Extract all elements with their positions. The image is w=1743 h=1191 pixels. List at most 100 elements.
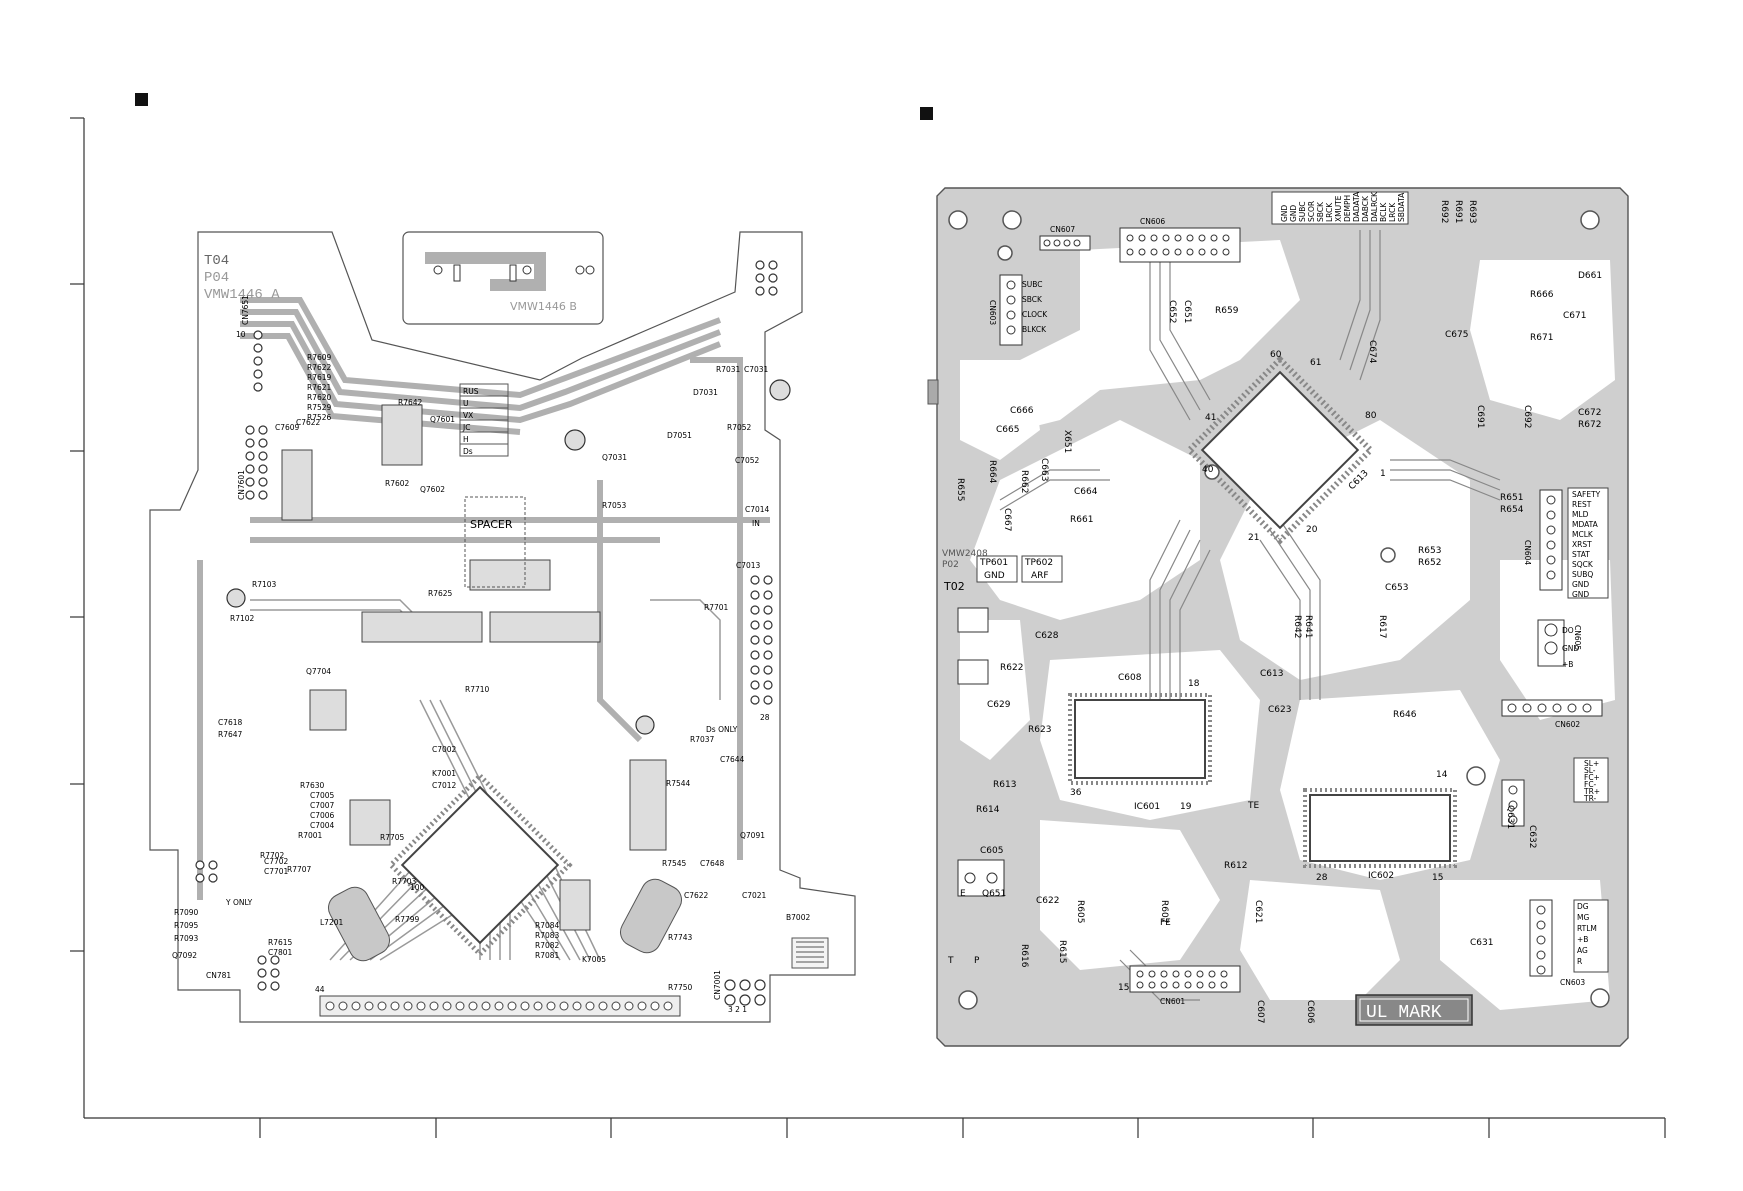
label-r7031: R7031 — [716, 365, 741, 374]
label-c663: C663 — [1039, 458, 1049, 481]
small-board-b-pad5 — [575, 265, 585, 275]
label-r7620: R7620 — [307, 393, 332, 402]
label-ic601: IC601 — [1134, 802, 1160, 812]
label-q7031: Q7031 — [602, 453, 627, 462]
label-p41: 41 — [1205, 413, 1216, 423]
label-r7544: R7544 — [666, 779, 691, 788]
label-c7004: C7004 — [310, 821, 335, 830]
label-c605: C605 — [980, 846, 1003, 856]
label-x651: X651 — [1062, 430, 1072, 453]
left-board-traces — [197, 297, 770, 900]
cn604-signal-4: MCLK — [1572, 530, 1594, 539]
cn602-signal-2: FC+ — [1584, 773, 1600, 782]
cn606-signal-10: SCOR — [1307, 201, 1316, 222]
label-r7703: R7703 — [392, 877, 417, 886]
label-c7002: C7002 — [432, 745, 457, 754]
label-ds-only: Ds ONLY — [706, 725, 738, 734]
label-plusb: +B — [1562, 660, 1573, 669]
label-r652: R652 — [1418, 558, 1441, 568]
label-r7707: R7707 — [287, 865, 312, 874]
left-title-t04: T04 — [204, 253, 229, 269]
label-c7012: C7012 — [432, 781, 457, 790]
label-r7081: R7081 — [535, 951, 560, 960]
left-pads — [195, 260, 791, 1006]
label-cn601: CN601 — [1160, 997, 1185, 1006]
left-board — [149, 231, 856, 1023]
label-r7710: R7710 — [465, 685, 490, 694]
label-r616: R616 — [1019, 944, 1029, 968]
label-r693: R693 — [1467, 200, 1477, 223]
label-r607: R607 — [1159, 900, 1169, 923]
cn606-signal-13: GND — [1280, 205, 1289, 222]
label-cn603: CN603 — [1560, 978, 1585, 987]
label-r7095: R7095 — [174, 921, 199, 930]
label-c674: C674 — [1367, 340, 1377, 364]
label-arf: ARF — [1031, 571, 1049, 581]
label-r7102: R7102 — [230, 614, 255, 623]
right-signal-boxes — [976, 191, 1609, 973]
cn606-signal-1: LRCK — [1388, 202, 1397, 222]
label-ic602: IC602 — [1368, 871, 1394, 881]
label-k7001: K7001 — [432, 769, 456, 778]
label-c7702: C7702 — [264, 857, 289, 866]
small-board-title: VMW1446 B — [510, 300, 577, 313]
label-cn602: CN602 — [1555, 720, 1580, 729]
label-fe: FE — [1160, 918, 1171, 928]
right-connectors — [957, 227, 1603, 993]
label-subc: SUBC — [1022, 280, 1043, 289]
right-title-t02: T02 — [943, 580, 965, 593]
label-cn603b: CN603 — [988, 300, 997, 325]
label-r7084: R7084 — [535, 921, 560, 930]
label-p61: 61 — [1310, 358, 1321, 368]
label-gnd2: GND — [1562, 644, 1579, 653]
ic602-pads — [1303, 788, 1457, 868]
label-cn7601: CN7601 — [237, 470, 246, 500]
label-r613: R613 — [993, 780, 1016, 790]
label-d7031: D7031 — [693, 388, 718, 397]
label-r641: R641 — [1303, 615, 1313, 638]
label-tp602: TP602 — [1024, 558, 1053, 568]
cn606-signal-7: XMUTE — [1334, 195, 1343, 222]
mode-ds: Ds — [463, 447, 473, 456]
left-title-vmw: VMW1446 A — [204, 287, 280, 303]
cn604-signal-0: SAFETY — [1572, 490, 1601, 499]
cn603-signal-0: DG — [1577, 902, 1589, 911]
label-r7037: R7037 — [690, 735, 715, 744]
left-crystal-2 — [619, 878, 683, 954]
mode-h: H — [463, 435, 469, 444]
label-c7005: C7005 — [310, 791, 335, 800]
section-marker-left — [135, 93, 148, 106]
label-p36: 36 — [1070, 788, 1082, 798]
label-r671: R671 — [1530, 333, 1553, 343]
label-r7799: R7799 — [395, 915, 420, 924]
spacer-box — [464, 496, 526, 588]
page-frame — [70, 117, 1666, 1138]
label-c652: C652 — [1167, 300, 1177, 323]
label-c675: C675 — [1445, 330, 1468, 340]
cn602-signal-4: TR+ — [1583, 787, 1600, 796]
label-p1: 1 — [1380, 469, 1386, 479]
label-r7743: R7743 — [668, 933, 693, 942]
right-main-ic-pins — [1185, 355, 1375, 545]
label-pin10: 10 — [236, 330, 246, 339]
label-c608: C608 — [1118, 673, 1142, 683]
label-k7005: K7005 — [582, 955, 606, 964]
small-board-b-pad3 — [433, 265, 443, 275]
label-c7021: C7021 — [742, 891, 767, 900]
label-clock: CLOCK — [1022, 310, 1048, 319]
label-r7093: R7093 — [174, 934, 199, 943]
label-r666: R666 — [1530, 290, 1554, 300]
cn604-signal-6: STAT — [1572, 550, 1590, 559]
left-crystal-1 — [327, 886, 391, 962]
cn603-signal-2: RTLM — [1577, 924, 1597, 933]
cn604-signal-2: MLD — [1572, 510, 1589, 519]
label-c692: C692 — [1522, 405, 1532, 428]
label-r612: R612 — [1224, 861, 1247, 871]
label-d661: D661 — [1578, 271, 1602, 281]
label-d7051: D7051 — [667, 431, 692, 440]
right-title-vmw: VMW2408 — [942, 549, 988, 559]
small-board-b-pad1 — [453, 264, 461, 282]
label-r615: R615 — [1057, 940, 1067, 963]
label-c7006: C7006 — [310, 811, 335, 820]
label-c667: C667 — [1002, 508, 1012, 531]
